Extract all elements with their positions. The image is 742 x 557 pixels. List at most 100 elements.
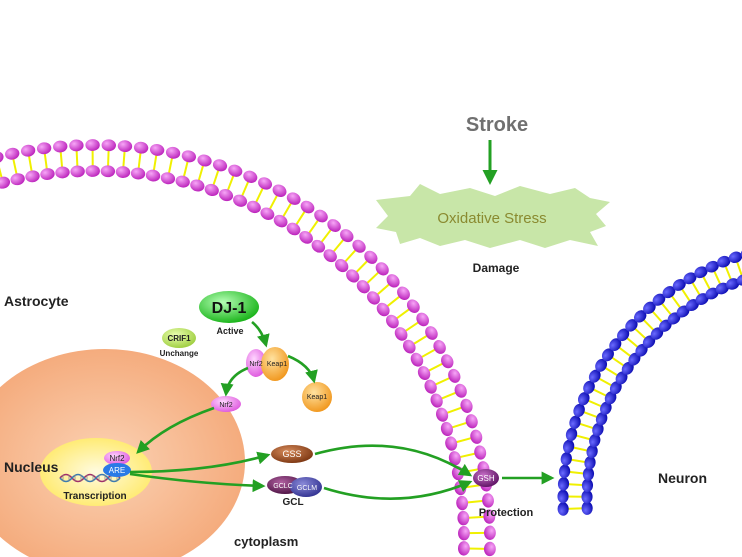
- lipid-head: [145, 169, 161, 182]
- lipid-head: [165, 146, 181, 159]
- lipid-tail: [426, 362, 445, 373]
- lipid-tail: [445, 406, 464, 415]
- protection-label: Protection: [479, 507, 534, 519]
- lipid-head: [364, 250, 378, 264]
- keap1-free-label: Keap1: [307, 394, 327, 401]
- lipid-tail: [411, 334, 429, 346]
- gsh-label: GSH: [477, 474, 495, 483]
- lipid-head: [366, 291, 380, 305]
- lipid-head: [448, 451, 461, 466]
- lipid-tail: [641, 318, 656, 332]
- lipid-head: [445, 436, 458, 451]
- lipid-head: [228, 164, 243, 177]
- lipid-head: [662, 286, 676, 299]
- lipid-tail: [354, 259, 370, 275]
- lipid-head: [115, 166, 131, 178]
- lipid-head: [458, 526, 470, 541]
- lipid-tail: [365, 270, 381, 285]
- lipid-head: [130, 167, 146, 180]
- lipid-tail: [458, 452, 477, 459]
- lipid-head: [557, 477, 570, 491]
- lipid-head: [430, 393, 443, 408]
- nrf2-complex-label: Nrf2: [249, 361, 262, 368]
- lipid-head: [609, 338, 622, 351]
- lipid-head: [204, 183, 219, 197]
- gsh-shape: [473, 469, 499, 487]
- lipid-tail: [307, 218, 320, 235]
- lipid-tail: [701, 274, 712, 291]
- lipid-head: [457, 510, 470, 526]
- lipid-head: [581, 489, 593, 504]
- lipid-tail: [211, 168, 220, 187]
- are-to-gcl-arrow: [129, 472, 266, 493]
- lipid-head: [454, 383, 467, 398]
- lipid-head: [190, 179, 205, 192]
- lipid-head: [581, 478, 594, 493]
- lipid-head: [581, 501, 593, 515]
- are-shape: [103, 463, 131, 477]
- lipid-tail: [43, 151, 49, 171]
- nrf2-to-nucleus-arrow: [136, 406, 215, 454]
- lipid-head: [601, 348, 614, 362]
- lipid-head: [685, 299, 699, 312]
- lipid-head: [643, 301, 656, 314]
- keap1-complex-label: Keap1: [267, 361, 287, 368]
- lipid-tail: [633, 326, 648, 341]
- lipid-head: [482, 493, 494, 508]
- lipid-tail: [690, 280, 702, 297]
- lipid-tail: [433, 376, 452, 387]
- gclm-label: GCLM: [297, 485, 317, 492]
- lipid-head: [323, 249, 337, 263]
- lipid-head: [562, 439, 575, 454]
- lipid-head: [560, 452, 572, 466]
- lipid-head: [175, 175, 190, 188]
- lipid-tail: [577, 422, 595, 430]
- lipid-head: [559, 464, 571, 479]
- lipid-tail: [197, 163, 205, 183]
- lipid-head: [327, 219, 341, 232]
- lipid-head: [117, 140, 133, 153]
- lipid-head: [569, 415, 581, 429]
- nrf2-nuclear-label: Nrf2: [109, 454, 125, 463]
- lipid-tail: [319, 227, 333, 245]
- lipid-head: [260, 207, 275, 220]
- lipid-head: [604, 391, 617, 405]
- lipid-tail: [254, 186, 265, 205]
- lipid-tail: [586, 399, 604, 408]
- lipid-head: [417, 366, 431, 381]
- transcription-label: Transcription: [63, 491, 126, 502]
- lipid-head: [726, 278, 740, 290]
- cytoplasm-label: cytoplasm: [234, 534, 298, 549]
- crif1-unchange-label: Unchange: [160, 349, 199, 358]
- lipid-head: [181, 150, 197, 163]
- lipid-tail: [394, 307, 412, 321]
- lipid-tail: [27, 154, 33, 173]
- lipid-head: [592, 422, 604, 437]
- gcl-to-gsh-arrow: [323, 480, 473, 500]
- lipid-head: [335, 259, 349, 273]
- lipid-head: [456, 495, 469, 511]
- lipid-head: [465, 414, 478, 429]
- lipid-head: [659, 319, 672, 332]
- lipid-tail: [566, 483, 585, 487]
- lipid-tail: [670, 294, 682, 310]
- lipid-tail: [569, 458, 587, 464]
- lipid-head: [340, 229, 354, 243]
- gclm-shape: [290, 477, 322, 497]
- lipid-tail: [735, 260, 742, 278]
- lipid-tail: [571, 446, 589, 452]
- lipid-head: [85, 165, 100, 177]
- lipid-head: [433, 340, 446, 354]
- gclc-label: GCLC: [273, 483, 292, 490]
- lipid-tail: [122, 149, 126, 169]
- lipid-head: [573, 403, 585, 418]
- lipid-head: [133, 141, 149, 154]
- lipid-tail: [450, 421, 469, 429]
- lipid-head: [577, 392, 590, 406]
- lipid-head: [272, 184, 287, 197]
- lipid-tail: [375, 282, 392, 297]
- lipid-head: [483, 541, 496, 557]
- lipid-head: [588, 369, 601, 383]
- lipid-head: [70, 165, 85, 178]
- lipid-tail: [574, 434, 592, 441]
